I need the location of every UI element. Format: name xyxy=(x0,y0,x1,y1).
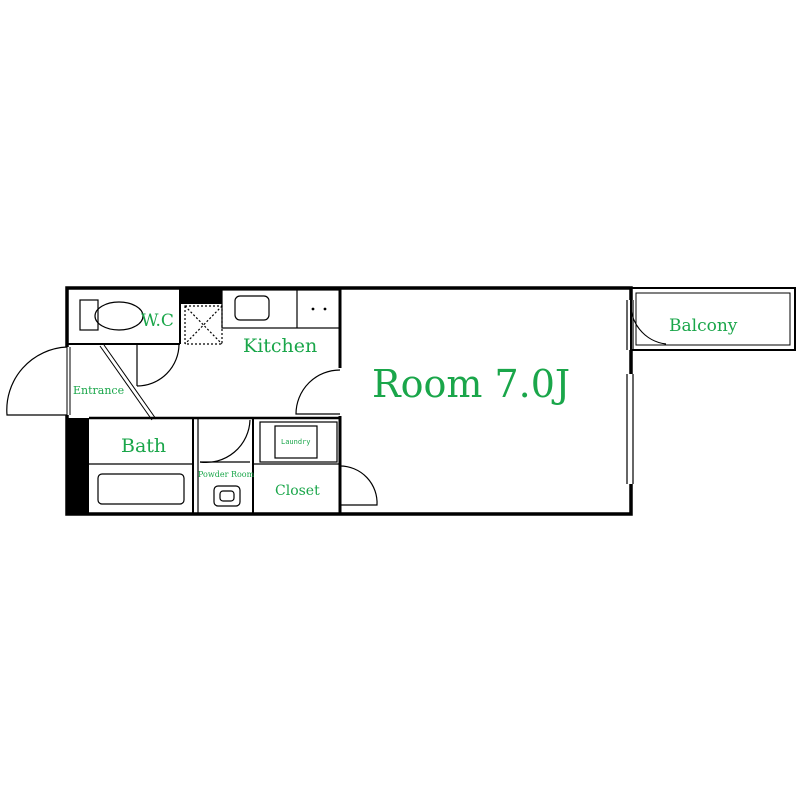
closet xyxy=(339,465,378,506)
balcony-label: Balcony xyxy=(669,316,738,336)
bathtub-icon xyxy=(97,473,185,505)
laundry-area xyxy=(253,421,340,465)
entrance-door xyxy=(6,346,72,416)
sink-icon xyxy=(234,295,270,321)
kitchen-label: Kitchen xyxy=(243,335,317,357)
washing-machine-icon xyxy=(274,425,318,459)
balcony xyxy=(630,287,796,351)
laundry-label: Laundry xyxy=(281,438,311,446)
labels: W.C Kitchen Room 7.0J Balcony Entrance B… xyxy=(73,311,738,499)
bath-room xyxy=(89,418,194,514)
wc-room xyxy=(67,288,181,345)
room-wall xyxy=(295,288,342,514)
balcony-window xyxy=(626,299,667,484)
wc-door xyxy=(136,343,180,387)
washbasin-icon xyxy=(213,485,241,507)
powder-room xyxy=(197,418,254,514)
toilet-bowl-icon xyxy=(94,301,144,331)
pipe-shaft xyxy=(184,305,223,345)
kitchen-counter xyxy=(221,289,341,329)
toilet-tank-icon xyxy=(79,299,99,331)
entrance-label: Entrance xyxy=(73,384,124,397)
powder-room-label: Powder Room xyxy=(198,470,255,479)
room-label: Room 7.0J xyxy=(372,362,570,406)
entrance-step xyxy=(99,344,157,421)
closet-label: Closet xyxy=(275,483,320,499)
bath-label: Bath xyxy=(121,435,166,457)
wc-label: W.C xyxy=(141,311,174,331)
